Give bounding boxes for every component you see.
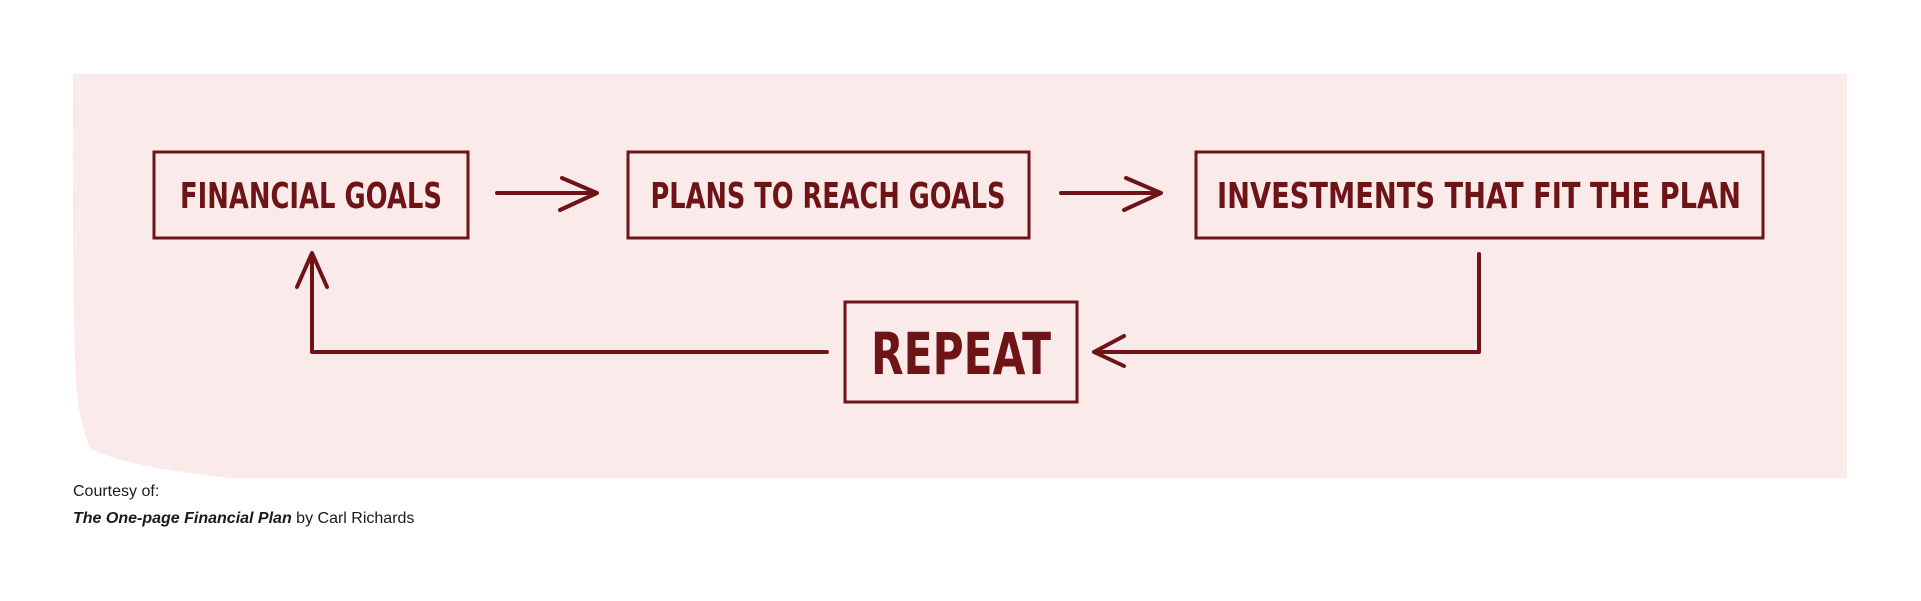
box-investments-border [1194, 150, 1765, 240]
box-financial-goals-label: Financial Goals [180, 176, 442, 217]
box-plans-to-reach-goals: Plans to Reach Goals [626, 150, 1031, 240]
box-repeat: Repeat [843, 300, 1079, 404]
arrow-goals-to-plans [495, 176, 599, 212]
arrow-goals-to-plans-head [558, 176, 599, 212]
credit-courtesy: Courtesy of: [73, 483, 160, 500]
arrow-investments-to-repeat-shaft [1093, 252, 1481, 354]
box-financial-goals-border [152, 150, 470, 240]
arrow-investments-to-repeat-head [1092, 334, 1126, 368]
box-financial-goals: Financial Goals [152, 150, 470, 240]
box-repeat-label: Repeat [871, 320, 1051, 388]
credit-source: The One-page Financial Plan by Carl Rich… [73, 510, 414, 528]
arrow-repeat-to-goals [295, 251, 829, 354]
box-investments: Investments That Fit The Plan [1194, 150, 1765, 240]
credit-byline: by Carl Richards [291, 510, 415, 527]
credit-book-title: The One-page Financial Plan [73, 510, 292, 527]
box-plans-to-reach-goals-border [626, 150, 1031, 240]
arrow-repeat-to-goals-head [295, 251, 329, 289]
arrow-repeat-to-goals-shaft [310, 252, 829, 354]
box-investments-label: Investments That Fit The Plan [1217, 176, 1741, 217]
arrow-plans-to-investments-head [1122, 176, 1163, 212]
arrow-investments-to-repeat [1092, 252, 1481, 368]
box-plans-to-reach-goals-label: Plans to Reach Goals [651, 176, 1006, 217]
box-repeat-border [843, 300, 1079, 404]
arrow-plans-to-investments [1059, 176, 1163, 212]
panel-background [72, 74, 1847, 478]
